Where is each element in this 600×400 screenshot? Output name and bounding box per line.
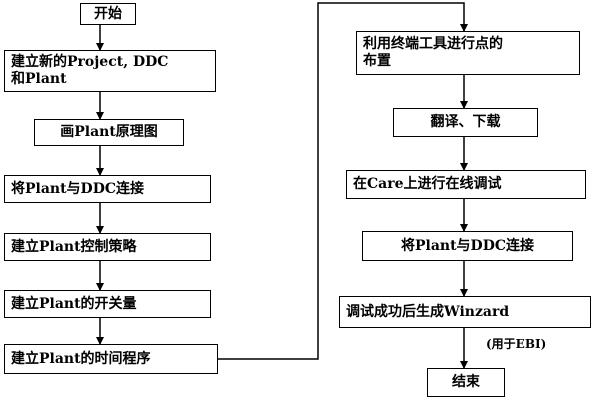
ebi-note: (用于EBI) — [486, 337, 547, 351]
time-program-box: 建立Plant的时间程序 — [4, 344, 218, 374]
end-label: 结束 — [452, 374, 480, 390]
connect-ddc-left-box: 将Plant与DDC连接 — [4, 175, 211, 203]
point-layout-line1: 利用终端工具进行点的 — [363, 36, 503, 52]
connect-ddc-left-label: 将Plant与DDC连接 — [11, 180, 144, 197]
connect-ddc-right-box: 将Plant与DDC连接 — [362, 231, 573, 261]
time-program-label: 建立Plant的时间程序 — [11, 350, 151, 367]
control-strategy-box: 建立Plant控制策略 — [4, 233, 211, 261]
generate-winzard-label: 调试成功后生成Winzard — [346, 303, 510, 320]
create-project-box: 建立新的Project, DDC 和Plant — [4, 50, 216, 92]
arrow-left-to-right-connector — [218, 2, 468, 360]
draw-schematic-box: 画Plant原理图 — [34, 119, 184, 146]
point-layout-box: 利用终端工具进行点的 布置 — [356, 31, 580, 75]
start-box: 开始 — [80, 3, 136, 25]
online-debug-box: 在Care上进行在线调试 — [346, 170, 586, 199]
generate-winzard-box: 调试成功后生成Winzard — [339, 296, 591, 328]
start-label: 开始 — [94, 5, 122, 22]
connect-ddc-right-label: 将Plant与DDC连接 — [401, 237, 534, 254]
end-box: 结束 — [427, 368, 505, 397]
create-project-line1: 建立新的Project, DDC — [11, 54, 169, 70]
create-project-line2: 和Plant — [11, 71, 67, 87]
draw-schematic-label: 画Plant原理图 — [60, 124, 158, 140]
switch-values-label: 建立Plant的开关量 — [11, 295, 137, 312]
switch-values-box: 建立Plant的开关量 — [4, 290, 211, 318]
point-layout-line2: 布置 — [363, 53, 391, 69]
control-strategy-label: 建立Plant控制策略 — [11, 238, 137, 255]
translate-download-label: 翻译、下载 — [430, 114, 501, 130]
translate-download-box: 翻译、下载 — [393, 108, 538, 137]
online-debug-label: 在Care上进行在线调试 — [353, 176, 502, 192]
